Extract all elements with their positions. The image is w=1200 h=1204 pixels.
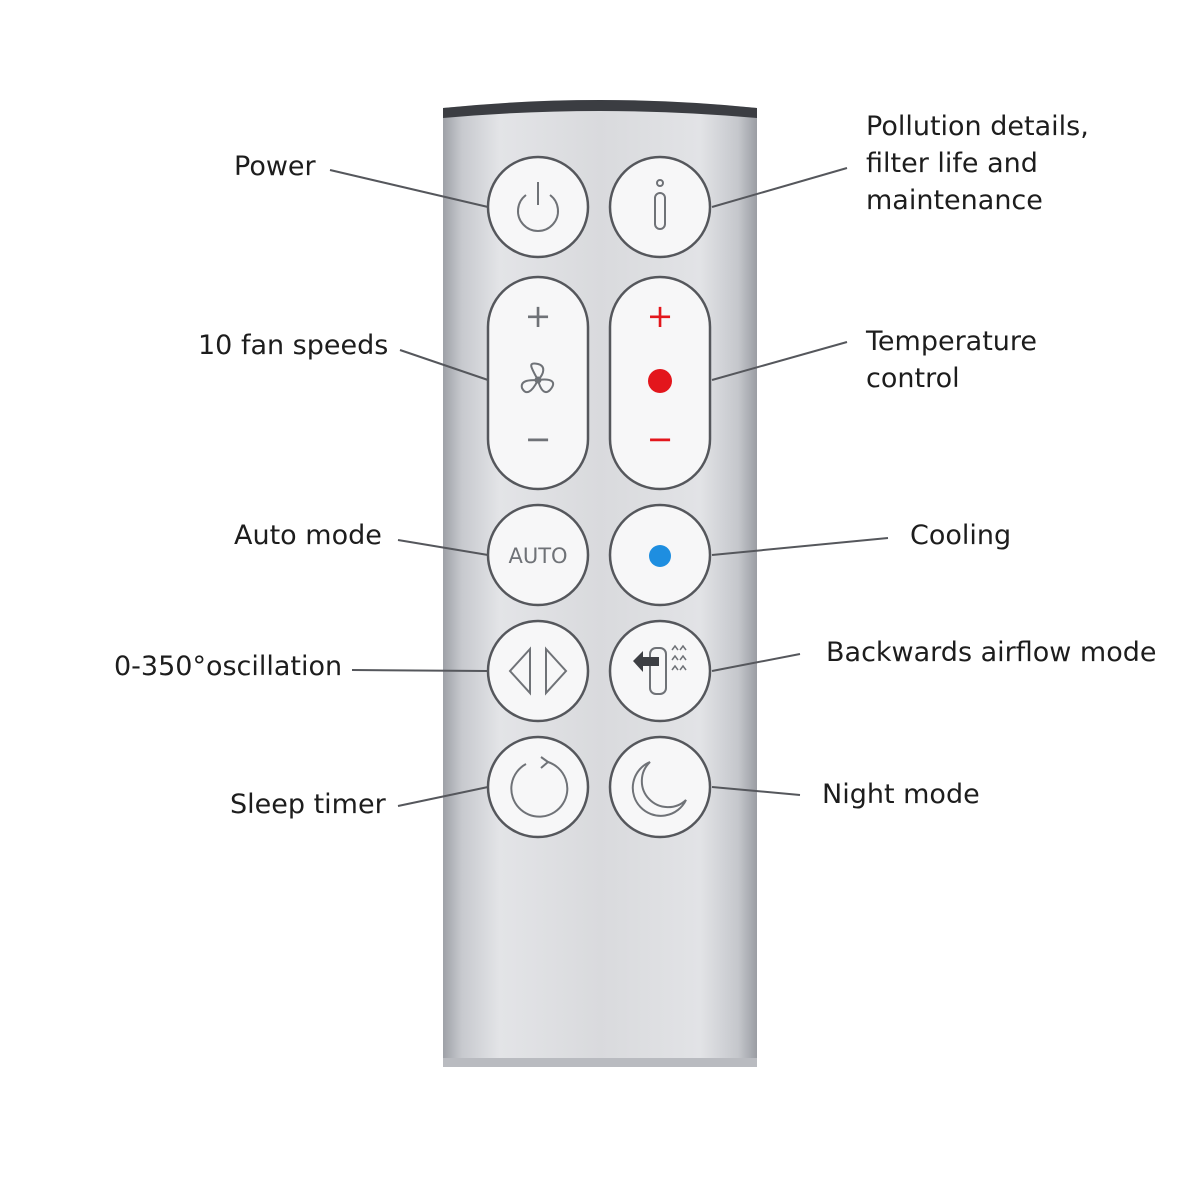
leader-fan (399, 349, 489, 381)
backwards-airflow-icon (633, 644, 687, 695)
info-label-line: Pollution details, (866, 111, 1089, 142)
info-label: Pollution details, filter life and maint… (866, 108, 1089, 219)
backwards-airflow-label: Backwards airflow mode (826, 637, 1157, 668)
oscillation-button[interactable] (486, 619, 590, 723)
moon-icon (631, 761, 687, 817)
temperature-label-line: Temperature (866, 326, 1038, 357)
leader-cool (711, 537, 889, 556)
fan-speeds-label: 10 fan speeds (198, 330, 389, 361)
cooling-button[interactable] (608, 503, 712, 607)
cooling-label: Cooling (910, 520, 1012, 551)
oscillation-arrows-icon (508, 646, 568, 696)
temperature-label: Temperature control (866, 323, 1037, 397)
leader-power (329, 169, 489, 208)
info-button[interactable] (608, 155, 712, 259)
info-label-line: maintenance (866, 185, 1043, 216)
leader-lines (329, 167, 889, 807)
fan-minus-icon[interactable]: − (525, 420, 552, 458)
oscillation-label: 0-350°oscillation (114, 651, 343, 682)
leader-back (711, 653, 801, 672)
auto-mode-label: Auto mode (234, 520, 382, 551)
backwards-airflow-button[interactable] (608, 619, 712, 723)
leader-temp (711, 341, 848, 381)
leader-auto (397, 539, 489, 556)
sleep-timer-button[interactable] (486, 735, 590, 839)
cool-dot-icon (649, 545, 671, 567)
remote-body (443, 100, 757, 1067)
fan-speed-control[interactable]: + − (486, 275, 590, 491)
leader-night (711, 786, 801, 796)
night-mode-label: Night mode (822, 779, 980, 810)
auto-mode-button[interactable]: AUTO (486, 503, 590, 607)
leader-osc (351, 669, 489, 672)
temperature-label-line: control (866, 363, 960, 394)
leader-info (711, 167, 848, 208)
timer-icon (510, 756, 569, 818)
power-icon (517, 182, 559, 232)
info-label-line: filter life and (866, 148, 1038, 179)
fan-icon (520, 362, 555, 394)
temp-plus-icon[interactable]: + (647, 297, 674, 335)
heat-dot-icon (648, 369, 672, 393)
auto-label: AUTO (508, 544, 567, 568)
info-icon (654, 179, 666, 230)
sleep-timer-label: Sleep timer (230, 789, 386, 820)
power-button[interactable] (486, 155, 590, 259)
power-label: Power (234, 151, 316, 182)
temperature-control[interactable]: + − (608, 275, 712, 491)
temp-minus-icon[interactable]: − (647, 420, 674, 458)
night-mode-button[interactable] (608, 735, 712, 839)
leader-sleep (397, 786, 489, 807)
fan-plus-icon[interactable]: + (525, 297, 552, 335)
